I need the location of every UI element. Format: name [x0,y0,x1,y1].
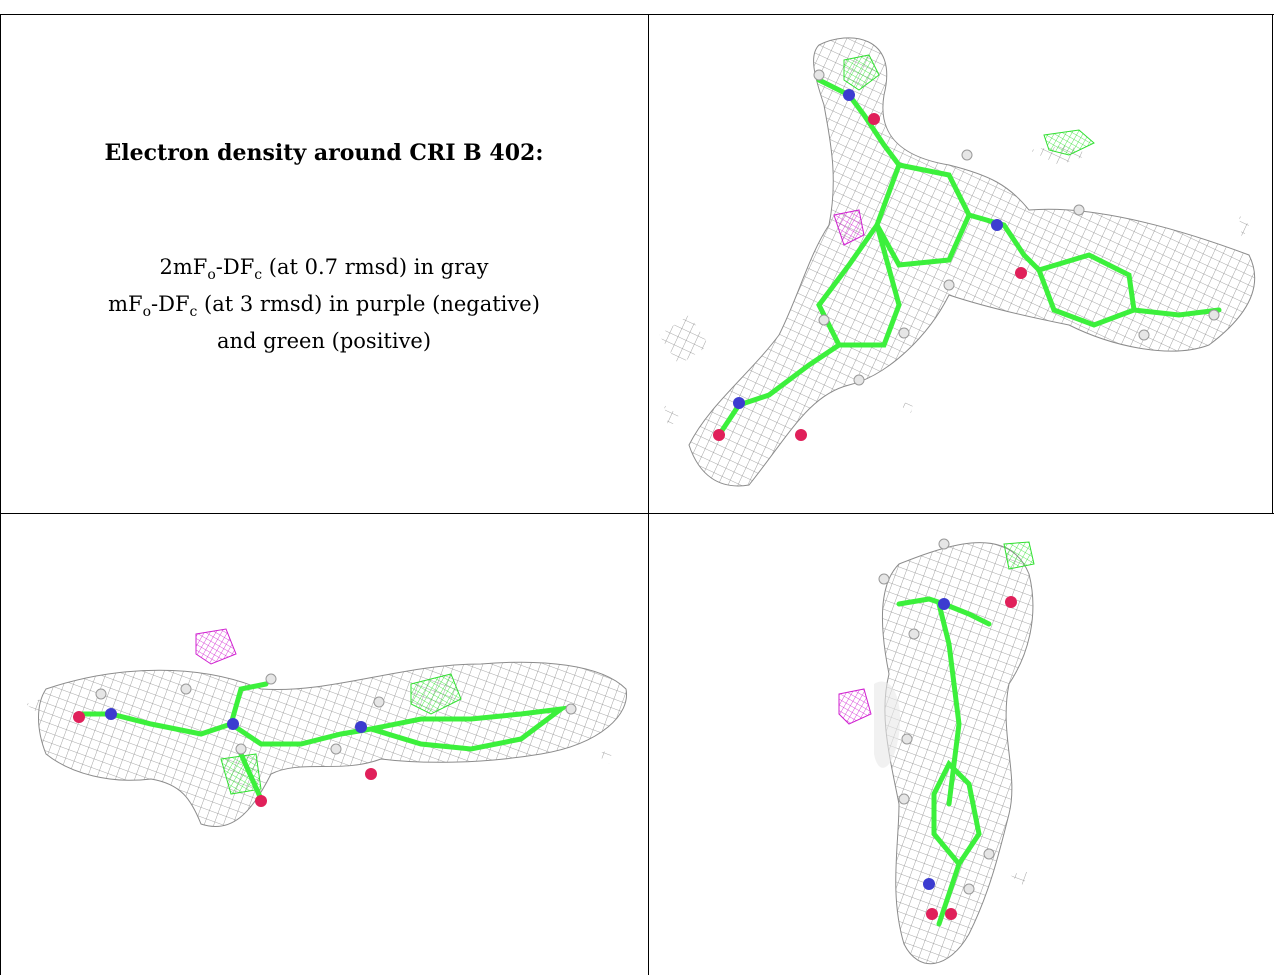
caption-cell: Electron density around CRI B 402: 2mFo-… [0,0,648,513]
caption-line-gray-sub-o: o [207,267,216,284]
molecule-render-bottom-right [838,538,1035,965]
molecule-render-top-right [659,37,1256,487]
caption-line-diff-sub-c: c [189,304,198,321]
caption-line-difference: mFo-DFc (at 3 rmsd) in purple (negative) [0,292,648,320]
molecule-render-bottom-left [26,628,628,828]
grid-top-border [0,14,1274,15]
caption-line-gray-a: 2mF [159,255,208,279]
grid-middle-border [0,513,1274,514]
grid-left-border [0,14,1,975]
caption-line-gray-c: (at 0.7 rmsd) in gray [262,255,489,279]
density-view-bottom-left [1,514,648,975]
caption-line-diff-b: -DF [151,292,190,316]
caption-line-diff-c: (at 3 rmsd) in purple (negative) [197,292,540,316]
caption-line-diff-sub-o: o [142,304,152,321]
caption-title: Electron density around CRI B 402: [104,140,544,166]
grid-right-border [1272,14,1273,513]
caption-line-gray-sub-c: c [254,267,263,284]
caption-line-diff-a: mF [108,292,143,316]
caption-line-gray-b: -DF [215,255,255,279]
grid-center-border [648,14,649,975]
caption-line-gray: 2mFo-DFc (at 0.7 rmsd) in gray [0,255,648,283]
density-view-top-right [649,15,1272,513]
caption-line-positive: and green (positive) [216,329,432,353]
density-view-bottom-right [649,514,1272,975]
